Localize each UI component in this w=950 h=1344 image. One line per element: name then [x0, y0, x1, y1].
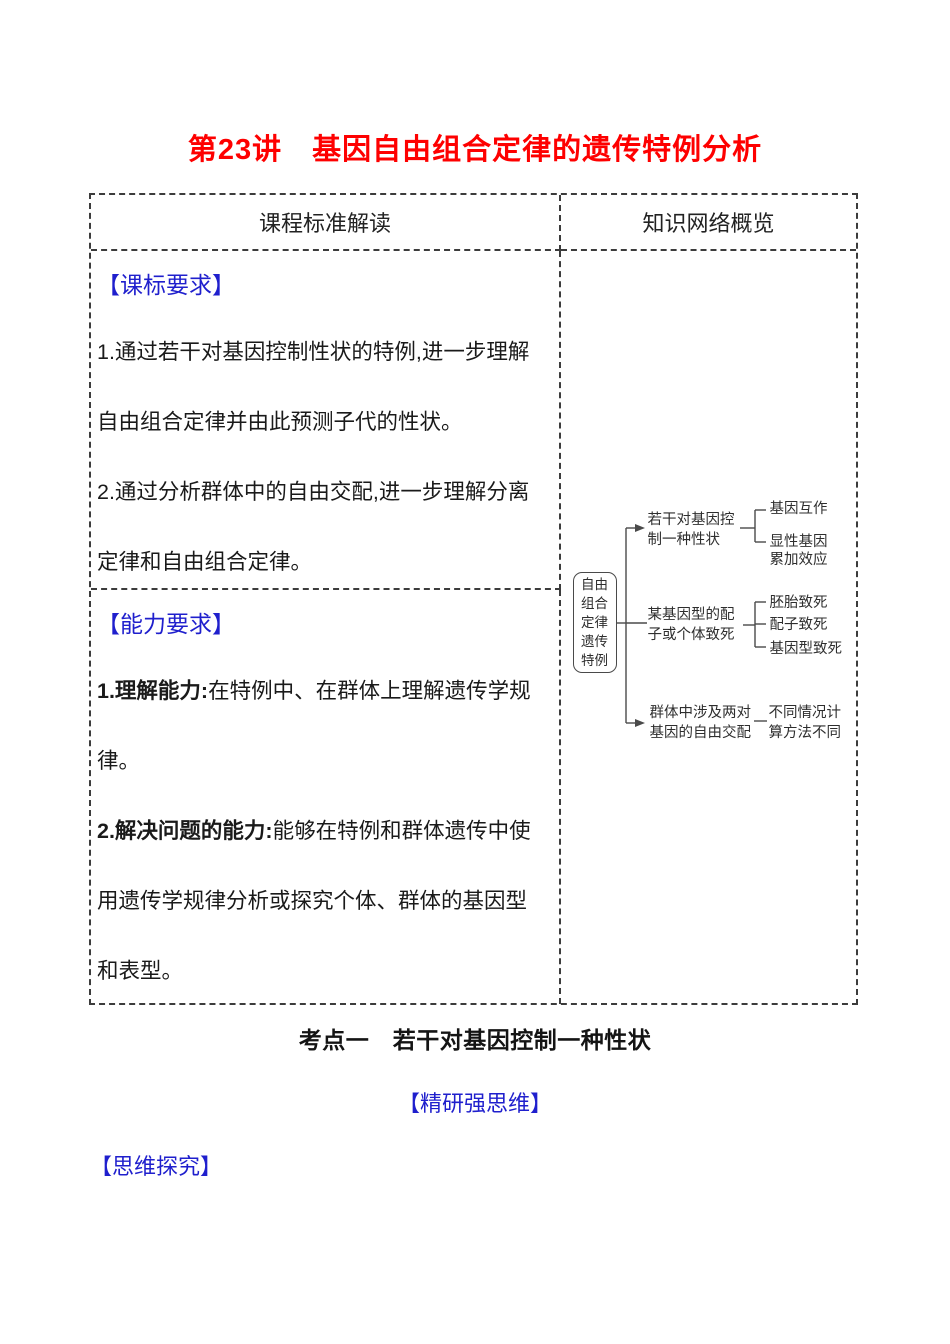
leaf-gene-interaction: 基因互作: [769, 501, 828, 517]
page-title: 第23讲 基因自由组合定律的遗传特例分析: [187, 134, 763, 166]
thinking-exploration-heading: 【思维探究】: [90, 1154, 223, 1179]
knowledge-network-cell: 自由 组合 定律 遗传 特例 若干对基因控 制一种性状 基因互作 显性基因 累加…: [561, 251, 856, 1004]
refined-thinking-heading: 【精研强思维】: [397, 1091, 552, 1116]
arrow-branch3: [634, 719, 645, 727]
leaf-embryo-lethal: 胚胎致死: [769, 595, 828, 611]
branch-genes-control-one-trait: 若干对基因控 制一种性状: [647, 512, 735, 548]
ability-rest: 和表型。: [97, 958, 184, 983]
ability-lead: 2.解决问题的能力:: [97, 818, 273, 843]
standards-line: 定律和自由组合定律。: [97, 549, 313, 574]
abilities-line: 2.解决问题的能力:能够在特例和群体遗传中使: [97, 794, 555, 864]
leaf-gamete-lethal: 配子致死: [769, 617, 828, 633]
branch-lethal-genotype: 某基因型的配 子或个体致死: [647, 607, 735, 643]
table-header-network: 知识网络概览: [561, 195, 856, 251]
branch-free-mating-two-gene-pairs: 群体中涉及两对 基因的自由交配: [649, 705, 752, 741]
standards-line: 2.通过分析群体中的自由交配,进一步理解分离: [97, 479, 530, 504]
concept-map-connector-lines: [616, 509, 767, 727]
abilities-heading: 【能力要求】: [97, 611, 235, 637]
abilities-line: 和表型。: [97, 934, 555, 1004]
course-overview-table: 课程标准解读 知识网络概览 【课标要求】 1.通过若干对基因控制性状的特例,进一…: [89, 193, 858, 1005]
ability-rest: 在特例中、在群体上理解遗传学规: [208, 678, 531, 703]
exam-point-one-heading: 考点一 若干对基因控制一种性状: [298, 1027, 652, 1053]
arrow-branch1: [634, 524, 645, 532]
standards-heading: 【课标要求】: [97, 272, 235, 298]
ability-rest: 能够在特例和群体遗传中使: [272, 818, 531, 843]
leaf-genotype-lethal: 基因型致死: [769, 641, 843, 657]
abilities-line: 1.理解能力:在特例中、在群体上理解遗传学规: [97, 654, 555, 724]
ability-rest: 用遗传学规律分析或探究个体、群体的基因型: [97, 888, 528, 913]
concept-map-root-node: 自由 组合 定律 遗传 特例: [572, 572, 617, 673]
standards-line: 1.通过若干对基因控制性状的特例,进一步理解: [97, 339, 530, 364]
table-header-standards: 课程标准解读: [91, 195, 561, 251]
leaf-dominant-gene-additive-effect: 显性基因 累加效应: [769, 534, 828, 568]
standards-cell: 【课标要求】 1.通过若干对基因控制性状的特例,进一步理解 自由组合定律并由此预…: [91, 251, 561, 590]
ability-rest: 律。: [97, 748, 141, 773]
standards-line: 自由组合定律并由此预测子代的性状。: [97, 409, 463, 434]
abilities-line: 用遗传学规律分析或探究个体、群体的基因型: [97, 864, 555, 934]
leaf-different-calculation-methods: 不同情况计 算方法不同: [768, 705, 842, 741]
concept-map: 自由 组合 定律 遗传 特例 若干对基因控 制一种性状 基因互作 显性基因 累加…: [563, 495, 855, 760]
abilities-line: 律。: [97, 724, 555, 794]
ability-lead: 1.理解能力:: [97, 678, 209, 703]
abilities-cell: 【能力要求】 1.理解能力:在特例中、在群体上理解遗传学规 律。 2.解决问题的…: [91, 590, 561, 1004]
